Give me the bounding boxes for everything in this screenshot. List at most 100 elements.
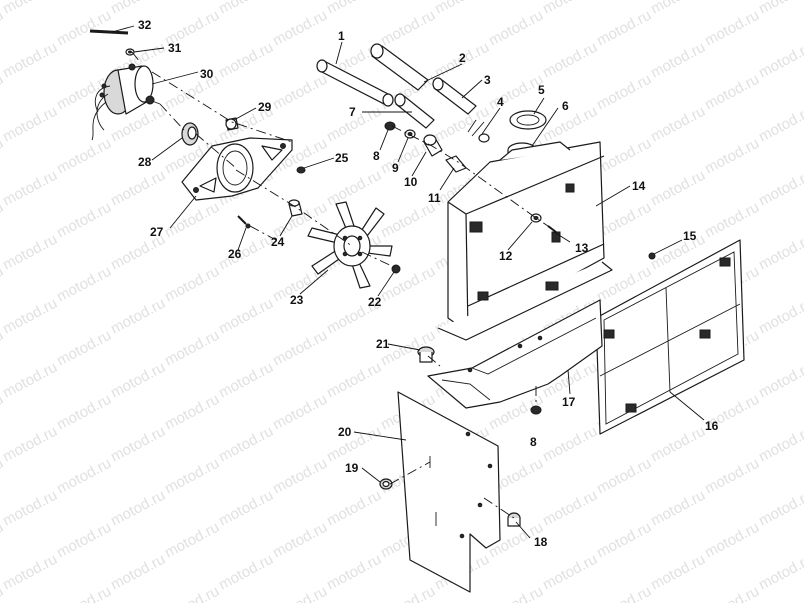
watermark-text: motod.ru: [648, 0, 708, 18]
callout-27: 27: [150, 225, 164, 239]
watermark-text: motod.ru: [216, 0, 276, 18]
callout-16: 16: [705, 419, 719, 433]
watermark-text: motod.ru: [756, 295, 804, 338]
watermark-text: motod.ru: [0, 167, 60, 210]
callout-10: 10: [404, 175, 418, 189]
watermark-text: motod.ru: [270, 71, 330, 114]
callout-4: 4: [497, 95, 504, 109]
watermark-text: motod.ru: [0, 231, 60, 274]
hose-1: [316, 59, 394, 107]
callout-14: 14: [632, 179, 646, 193]
screw-26: [237, 215, 251, 229]
watermark-text: motod.ru: [162, 199, 222, 242]
watermark-text: motod.ru: [324, 0, 384, 18]
watermark-text: motod.ru: [702, 199, 762, 242]
watermark-text: motod.ru: [648, 103, 708, 146]
watermark-text: motod.ru: [216, 295, 276, 338]
watermark-text: motod.ru: [0, 359, 60, 402]
watermark-text: motod.ru: [108, 167, 168, 210]
watermark-text: motod.ru: [54, 7, 114, 50]
watermark-text: motod.ru: [216, 39, 276, 82]
watermark-text: motod.ru: [216, 231, 276, 274]
callout-1: 1: [338, 29, 345, 43]
watermark-text: motod.ru: [108, 359, 168, 402]
screw-15: [648, 252, 656, 260]
watermark-text: motod.ru: [0, 551, 60, 594]
callout-11: 11: [428, 191, 441, 205]
watermark-text: motod.ru: [162, 391, 222, 434]
watermark-text: motod.ru: [648, 551, 708, 594]
watermark-text: motod.ru: [324, 551, 384, 594]
hose-7: [394, 93, 435, 129]
callout-6: 6: [562, 99, 569, 113]
radiator: [437, 141, 613, 341]
watermark-text: motod.ru: [0, 39, 60, 82]
watermark-text: motod.ru: [540, 39, 600, 82]
callout-32: 32: [138, 18, 152, 32]
watermark-text: motod.ru: [108, 487, 168, 530]
nut-25: [296, 166, 306, 174]
grommet-19: [379, 478, 393, 490]
callout-25: 25: [335, 151, 349, 165]
watermark-text: motod.ru: [108, 423, 168, 466]
callout-30: 30: [200, 67, 214, 81]
watermark-text: motod.ru: [270, 327, 330, 370]
callout-31: 31: [168, 41, 182, 55]
watermark-text: motod.ru: [324, 167, 384, 210]
watermark-text: motod.ru: [540, 551, 600, 594]
watermark-text: motod.ru: [702, 583, 762, 603]
watermark-text: motod.ru: [594, 583, 654, 603]
callout-26: 26: [228, 247, 242, 261]
nut-8-lower: [530, 405, 542, 415]
watermark-text: motod.ru: [756, 487, 804, 530]
watermark-text: motod.ru: [486, 583, 546, 603]
callout-23: 23: [290, 293, 304, 307]
watermark-text: motod.ru: [540, 103, 600, 146]
callout-2: 2: [459, 51, 466, 65]
plug-18: [507, 512, 521, 527]
watermark-text: motod.ru: [756, 39, 804, 82]
callout-17: 17: [562, 395, 576, 409]
fitting-3: [432, 77, 477, 115]
spacer-29: [225, 117, 239, 131]
watermark-text: motod.ru: [216, 551, 276, 594]
hose-2: [370, 43, 429, 91]
watermark-text: motod.ru: [702, 455, 762, 498]
callout-5: 5: [538, 83, 545, 97]
watermark-text: motod.ru: [756, 103, 804, 146]
callout-13: 13: [575, 241, 589, 255]
watermark-text: motod.ru: [648, 39, 708, 82]
watermark-text: motod.ru: [594, 71, 654, 114]
callout-7: 7: [349, 105, 356, 119]
callout-19: 19: [345, 461, 359, 475]
fan-motor-bolt: [89, 29, 129, 35]
shroud-panel: [397, 391, 501, 593]
callout-21: 21: [376, 337, 390, 351]
watermark-text: motod.ru: [702, 135, 762, 178]
watermark-text: motod.ru: [540, 487, 600, 530]
watermark-text: motod.ru: [756, 167, 804, 210]
watermark-text: motod.ru: [756, 551, 804, 594]
watermark-text: motod.ru: [0, 295, 60, 338]
spacer-11: [445, 155, 467, 173]
watermark-text: motod.ru: [54, 135, 114, 178]
watermark-text: motod.ru: [270, 583, 330, 603]
watermark-text: motod.ru: [0, 487, 60, 530]
callout-9: 9: [392, 161, 399, 175]
radiator-cap-5: [509, 110, 547, 130]
watermark-text: motod.ru: [540, 0, 600, 18]
mounting-plate: [181, 137, 293, 201]
watermark-text: motod.ru: [54, 519, 114, 562]
watermark-text: motod.ru: [54, 199, 114, 242]
watermark-text: motod.ru: [324, 423, 384, 466]
fan-blade: [307, 201, 393, 289]
watermark-text: motod.ru: [270, 455, 330, 498]
callout-8-upper: 8: [373, 149, 380, 163]
watermark-text: motod.ru: [594, 455, 654, 498]
callout-20: 20: [338, 425, 352, 439]
watermark-text: motod.ru: [324, 487, 384, 530]
watermark-text: motod.ru: [270, 519, 330, 562]
nut-8-upper: [384, 121, 396, 131]
watermark-text: motod.ru: [54, 263, 114, 306]
watermark-text: motod.ru: [378, 199, 438, 242]
